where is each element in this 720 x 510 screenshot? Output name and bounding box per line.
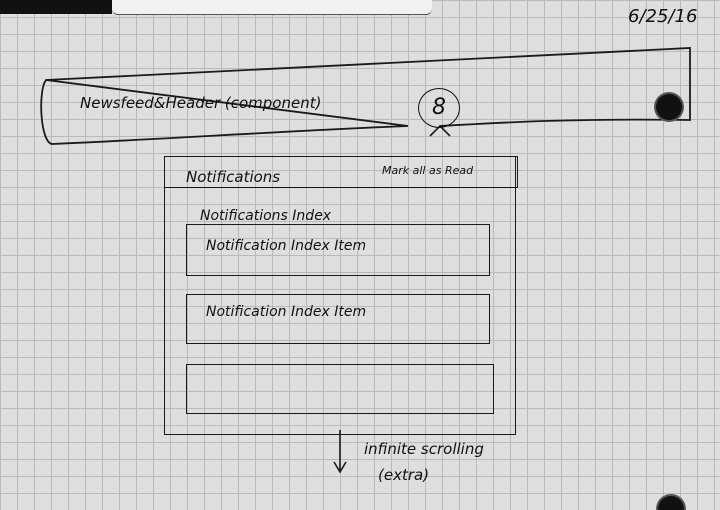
binder-hole (658, 496, 684, 510)
page-edge-shadow (0, 0, 112, 14)
date-note: 6/25/16 (628, 6, 698, 27)
scroll-note-line2: (extra) (378, 466, 430, 484)
mark-all-read-link[interactable]: Mark all as Read (382, 164, 474, 177)
header-bar-outline (40, 47, 691, 145)
top-strip (112, 0, 432, 15)
scroll-note-line1: infinite scrolling (364, 440, 484, 458)
notifications-dropdown (164, 156, 516, 435)
dropdown-header (164, 156, 518, 188)
notification-item-label: Notification Index Item (206, 238, 367, 254)
notification-item-label: Notification Index Item (206, 304, 367, 320)
notification-item[interactable] (186, 224, 490, 276)
notifications-index-title: Notifications Index (200, 208, 332, 224)
header-label: Newsfeed&Header (component) (80, 94, 322, 112)
notification-item[interactable] (186, 364, 494, 414)
user-avatar[interactable]: 8 (418, 88, 460, 128)
scroll-down-arrow (333, 430, 347, 474)
notification-item[interactable] (186, 294, 490, 344)
binder-hole (656, 94, 682, 120)
notifications-title: Notifications (186, 168, 281, 186)
avatar-glyph: 8 (432, 95, 446, 120)
